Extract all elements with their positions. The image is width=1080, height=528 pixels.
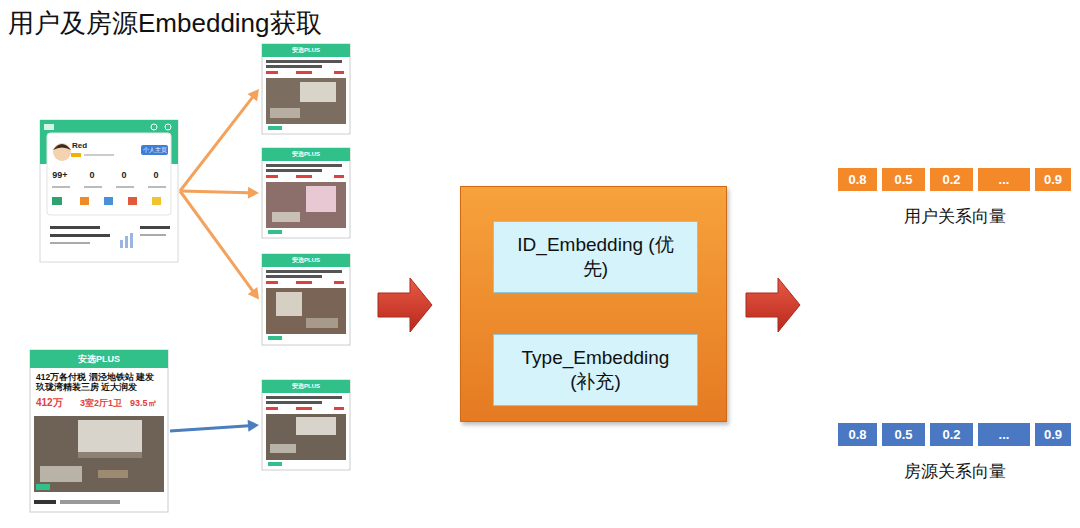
node-text: 安选PLUS [262,382,350,391]
node-text: 0.9 [1044,172,1062,187]
listing-thumbnail: 安选PLUS [262,148,350,238]
listing-layout: 3室2厅1卫 [80,398,122,409]
stat-number: 0 [144,170,168,181]
button-label: 个人主页 [141,145,168,155]
listing-detail-screenshot [30,350,168,512]
vector-cell: ... [978,168,1030,191]
profile-screenshot [40,120,178,262]
vector-caption: 用户关系向量 [835,205,1075,228]
embedding-box: Type_Embedding (补充) [493,334,698,406]
node-text: ... [999,427,1010,442]
vector-cell: ... [978,423,1030,446]
block-arrow [378,278,432,332]
node-text: 0.5 [894,427,912,442]
node-text: 0.2 [942,172,960,187]
listing-detail-screenshot: 安选PLUS 412万各付税 泗泾地铁站 建发玖珑湾精装三房 近大润发 412万 3室… [30,350,168,512]
vector-cell: 0.2 [930,423,973,446]
arrow-head [248,187,259,199]
arrow-line [170,426,249,431]
flow-arrow [180,89,259,191]
node-text: Type_Embedding (补充) [516,346,676,394]
flow-arrow [170,420,259,432]
listing-area: 93.5㎡ [130,398,157,409]
listing-thumbnail: 安选PLUS [262,254,350,345]
stat-number: 0 [112,170,136,181]
model-panel: ID_Embedding (优先) Type_Embedding (补充) [460,186,727,422]
vector-cell: 0.2 [930,168,973,191]
listing-thumbnail: 安选PLUS [262,380,350,470]
arrow-line [180,191,253,291]
node-text: 安选PLUS [262,46,350,55]
vector-cell: 0.5 [882,168,925,191]
vector-caption: 房源关系向量 [835,460,1075,483]
vector-cell: 0.8 [838,423,877,446]
flow-arrow [180,187,259,199]
node-text: 0.9 [1044,427,1062,442]
listing-price: 412万 [36,397,63,409]
arrow-line [180,97,253,191]
listing-thumbnail [262,380,350,470]
profile-screenshot: Red99+000个人主页 [40,120,178,262]
vector-cell: 0.9 [1035,423,1071,446]
arrow-head [248,287,259,299]
header-label: 安选PLUS [30,353,168,365]
node-text: 0.2 [942,427,960,442]
user-name: Red [72,141,87,151]
listing-thumbnail [262,44,350,134]
node-text: ID_Embedding (优先) [516,233,676,281]
listing-title: 412万各付税 泗泾地铁站 建发玖珑湾精装三房 近大润发 [36,372,162,392]
flow-arrow [180,191,259,300]
node-text: 安选PLUS [262,150,350,159]
listing-thumbnail [262,148,350,238]
stat-number: 0 [80,170,104,181]
embedding-box: ID_Embedding (优先) [493,221,698,293]
arrow-head [248,420,259,432]
diagram-title: 用户及房源Embedding获取 [8,6,322,41]
listing-thumbnail [262,254,350,345]
arrow-head [248,89,259,101]
vector-cell: 0.8 [838,168,877,191]
node-text: ... [999,172,1010,187]
stat-number: 99+ [48,170,72,181]
node-text: 0.8 [848,427,866,442]
vector-cell: 0.9 [1035,168,1071,191]
vector-cell: 0.5 [882,423,925,446]
block-arrow [746,278,800,332]
node-text: 0.5 [894,172,912,187]
node-text: 0.8 [848,172,866,187]
listing-thumbnail: 安选PLUS [262,44,350,134]
node-text: 安选PLUS [262,256,350,265]
arrow-line [180,191,249,193]
